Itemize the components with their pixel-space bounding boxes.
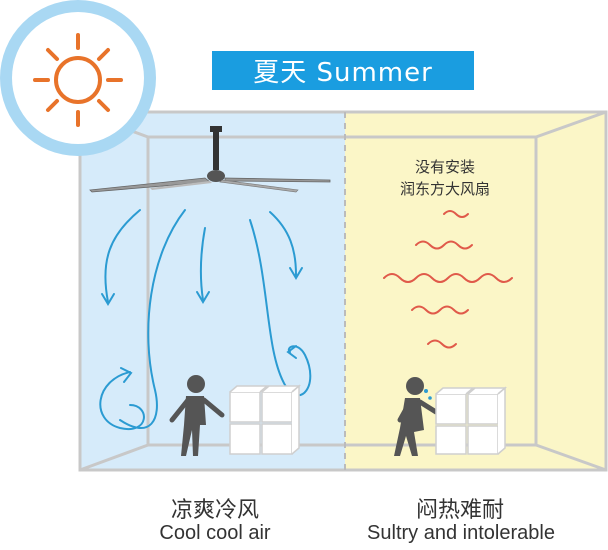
no-fan-note-line1: 没有安装 (414, 158, 475, 176)
sweating-person-icon (394, 377, 439, 456)
no-fan-note-line2: 润东方大风扇 (399, 180, 490, 198)
box-stack-icon (229, 384, 302, 455)
person-icon (169, 375, 225, 456)
sun-icon (0, 0, 156, 156)
room-outline (78, 110, 608, 472)
box-stack-icon-right (435, 386, 508, 455)
cool-caption-zh: 凉爽冷风 (170, 498, 259, 523)
heat-waves (383, 210, 513, 349)
no-fan-note: 没有安装 润东方大风扇 (380, 156, 510, 200)
ceiling-fan-icon (89, 126, 331, 193)
hot-caption-en: Sultry and intolerable (367, 522, 555, 544)
hot-caption-zh: 闷热难耐 (415, 498, 504, 523)
page-title: 夏天 Summer (212, 51, 474, 90)
cool-room-area (80, 112, 345, 470)
cool-caption-en: Cool cool air (159, 522, 271, 544)
